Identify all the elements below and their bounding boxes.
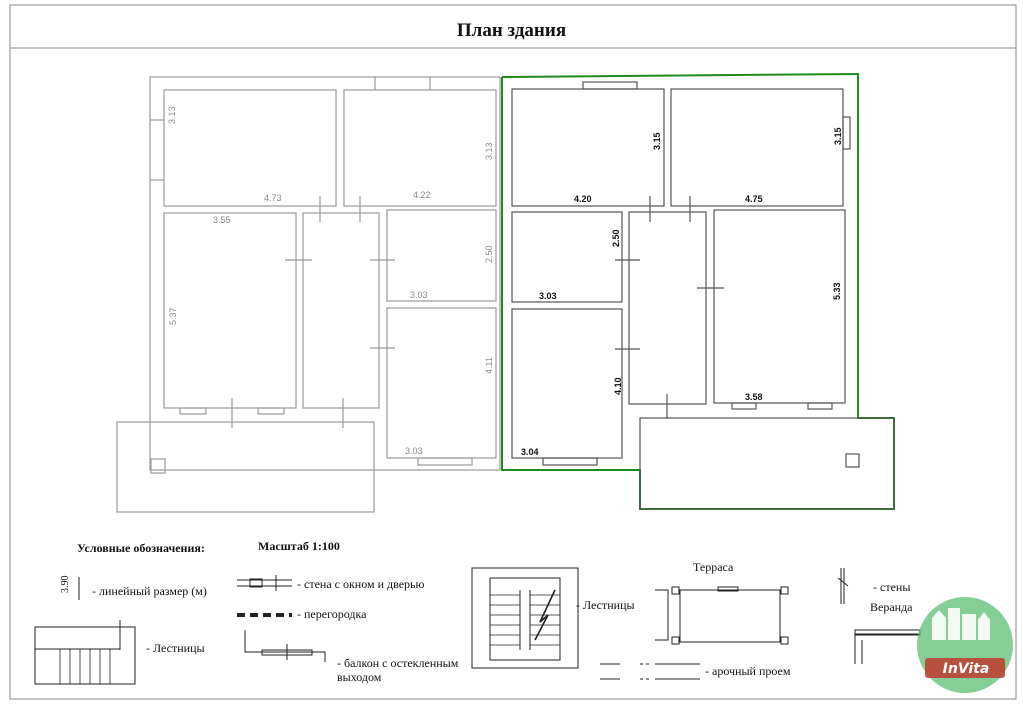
- veranda-left: [116, 421, 375, 513]
- dimension-label: 2.50: [611, 229, 621, 247]
- dimension-label: 4.73: [264, 193, 282, 203]
- invita-logo-text: InVita: [942, 661, 990, 677]
- corridor: [302, 212, 380, 409]
- veranda-right: [639, 417, 895, 510]
- dimension-label: 3.13: [484, 142, 494, 160]
- dimension-label: 3.03: [539, 291, 557, 301]
- dimension-label: 2.50: [484, 245, 494, 263]
- dimension-label: 5.37: [168, 307, 178, 325]
- dimension-label: 3.15: [652, 132, 662, 150]
- legend-veranda-title: Веранда: [870, 600, 913, 614]
- plan-right-half: [501, 72, 895, 510]
- dimension-label: 3.15: [833, 127, 843, 145]
- dimension-label: 3.03: [405, 446, 423, 456]
- legend-symbols: [34, 567, 921, 685]
- dimension-label: 3.04: [521, 447, 539, 457]
- room: [511, 308, 623, 459]
- dimension-label: 3.03: [410, 290, 428, 300]
- legend-partition-label: - перегородка: [297, 607, 367, 621]
- dimension-label: 5.33: [832, 282, 842, 300]
- scale-label: Масштаб 1:100: [258, 539, 340, 553]
- legend-stairs-label: - Лестницы: [146, 641, 205, 655]
- invita-logo: [917, 597, 1013, 693]
- room: [163, 89, 337, 207]
- page-title: План здания: [456, 20, 567, 41]
- room: [670, 88, 844, 207]
- dimension-label: 4.10: [613, 377, 623, 395]
- room: [386, 209, 497, 302]
- dimension-label: 3.13: [167, 106, 177, 124]
- legend-heading: Условные обозначения:: [77, 541, 205, 555]
- dimension-label: 4.22: [413, 190, 431, 200]
- legend-walls-label: - стены: [873, 580, 911, 594]
- dimension-labels-right: 3.15 3.15 4.20 4.75 2.50 3.03 5.33 4.10 …: [521, 127, 843, 457]
- room: [511, 211, 623, 303]
- room: [386, 307, 497, 459]
- legend-stairs2-label: - Лестницы: [576, 598, 635, 612]
- room: [511, 88, 665, 207]
- stair-mark: [845, 453, 860, 468]
- dimension-label: 4.20: [574, 194, 592, 204]
- dimension-label: 3.55: [213, 215, 231, 225]
- legend-balcony-label: - балкон с остекленным выходом: [337, 656, 459, 684]
- dimension-labels-left: 3.13 4.73 4.22 3.13 3.55 5.37 2.50 3.03 …: [167, 106, 494, 456]
- stair-mark: [150, 458, 166, 474]
- dimension-sample: 3.90: [60, 575, 71, 594]
- room: [343, 89, 497, 207]
- legend-dimension-label: - линейный размер (м): [92, 584, 207, 598]
- legend-wall-window-label: - стена с окном и дверью: [297, 577, 425, 591]
- room: [713, 209, 846, 404]
- room: [163, 212, 297, 409]
- dimension-label: 3.58: [745, 392, 763, 402]
- legend-arch-label: - арочный проем: [705, 664, 791, 678]
- plan-left-half: [116, 76, 501, 513]
- dimension-label: 4.11: [484, 357, 494, 374]
- corridor: [628, 211, 707, 405]
- dimension-label: 4.75: [745, 194, 763, 204]
- legend-terrace-title: Терраса: [693, 560, 734, 574]
